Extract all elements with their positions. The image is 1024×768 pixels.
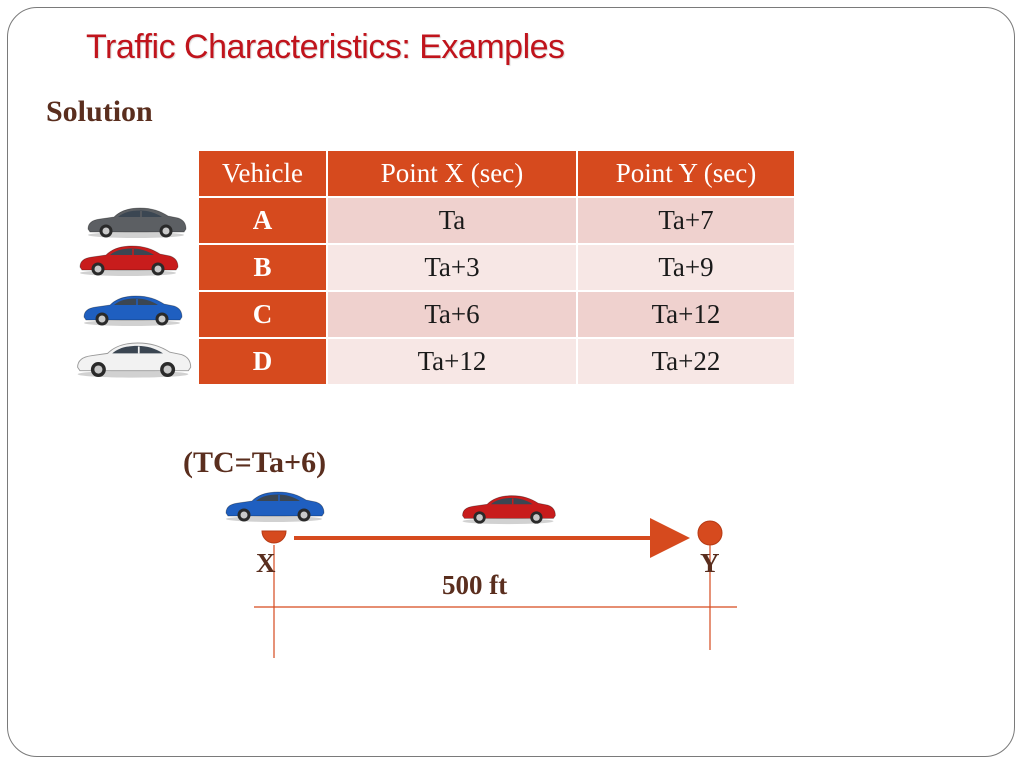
tc-label: (TC=Ta+6) — [183, 446, 327, 479]
point-y-cell: Ta+7 — [576, 196, 796, 245]
header-vehicle: Vehicle — [197, 149, 328, 198]
point-x-cell: Ta+12 — [326, 337, 578, 386]
table-row: D Ta+12 Ta+22 — [197, 337, 796, 386]
point-x-cell: Ta — [326, 196, 578, 245]
vehicle-cell: D — [197, 337, 328, 386]
car-c-diagram-icon — [225, 491, 325, 522]
table-row: B Ta+3 Ta+9 — [197, 243, 796, 292]
vehicle-cell: B — [197, 243, 328, 292]
point-y-label: Y — [700, 548, 720, 578]
table-header-row: Vehicle Point X (sec) Point Y (sec) — [197, 149, 796, 198]
point-y-marker — [697, 520, 723, 546]
point-y-cell: Ta+22 — [576, 337, 796, 386]
table-row: A Ta Ta+7 — [197, 196, 796, 245]
car-b-diagram-icon — [462, 495, 556, 525]
point-x-cell: Ta+3 — [326, 243, 578, 292]
table-row: C Ta+6 Ta+12 — [197, 290, 796, 339]
point-y-cell: Ta+9 — [576, 243, 796, 292]
vehicle-time-table: Vehicle Point X (sec) Point Y (sec) A Ta… — [197, 149, 796, 386]
point-y-cell: Ta+12 — [576, 290, 796, 339]
car-b-icon — [79, 245, 179, 276]
car-d-icon — [77, 342, 192, 378]
vehicle-cell: C — [197, 290, 328, 339]
header-point-y: Point Y (sec) — [576, 149, 796, 198]
header-point-x: Point X (sec) — [326, 149, 578, 198]
car-a-icon — [87, 207, 187, 238]
slide-subtitle: Solution — [46, 95, 153, 128]
point-x-cell: Ta+6 — [326, 290, 578, 339]
slide-frame — [7, 7, 1015, 757]
car-c-icon — [83, 295, 183, 326]
slide-title: Traffic Characteristics: Examples — [86, 28, 565, 66]
point-x-marker — [261, 530, 287, 544]
distance-label: 500 ft — [442, 570, 508, 600]
vehicle-cell: A — [197, 196, 328, 245]
point-x-label: X — [256, 548, 276, 578]
